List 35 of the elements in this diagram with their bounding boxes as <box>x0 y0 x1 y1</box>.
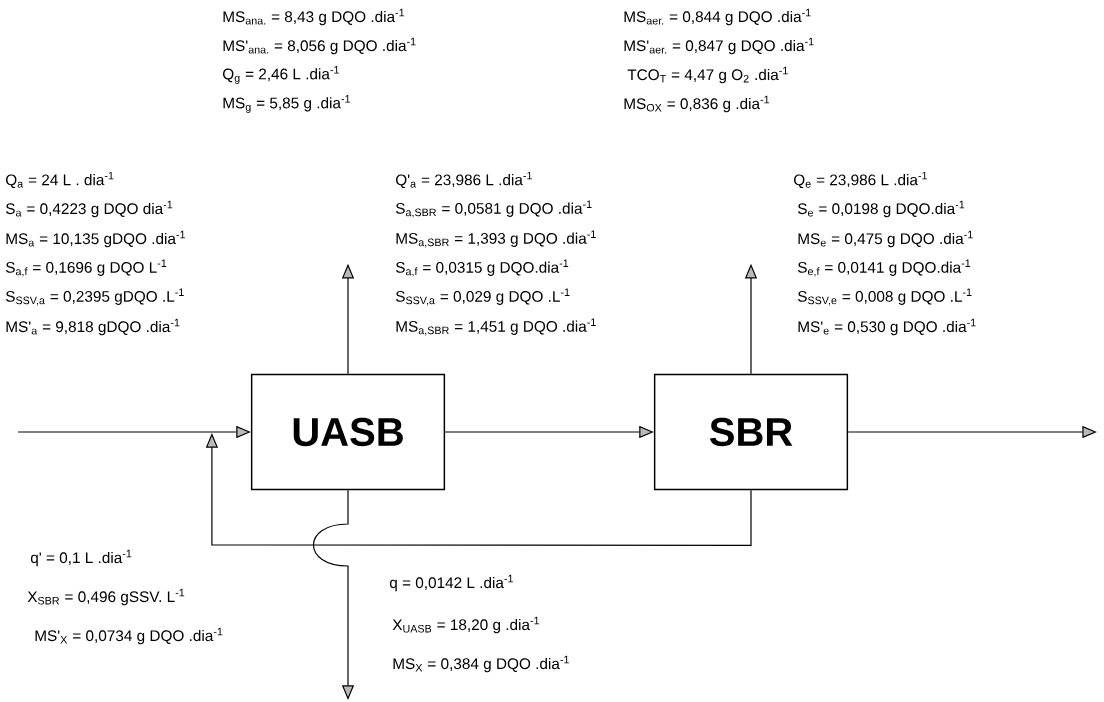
value-label: q' = 0,1 L .dia$^{-1}$ <box>30 549 132 567</box>
value-label: MS$_{X}$ = 0,384 g DQO .dia$^{-1}$ <box>393 655 569 673</box>
value-label: MS'$_{e}$ = 0,530 g DQO .dia$^{-1}$ <box>798 318 976 336</box>
reactor-box: UASB <box>250 373 446 491</box>
value-label: X$_{UASB}$ = 18,20 g .dia$^{-1}$ <box>392 616 539 634</box>
value-label: MS$_{a,SBR}$ = 1,451 g DQO .dia$^{-1}$ <box>396 318 596 336</box>
value-label: MS$_{aer.}$ = 0,844 g DQO .dia$^{-1}$ <box>624 8 811 26</box>
value-label: Q$_{a}$ = 24 L . dia$^{-1}$ <box>6 171 114 189</box>
value-label: S$_{SSV,a}$ = 0,2395 gDQO .L$^{-1}$ <box>5 288 184 306</box>
value-label: MS'$_{a}$ = 9,818 gDQO .dia$^{-1}$ <box>6 318 180 336</box>
value-label: S$_{e,f}$ = 0,0141 g DQO.dia$^{-1}$ <box>797 259 971 277</box>
value-label: MS'$_{X}$ = 0,0734 g DQO .dia$^{-1}$ <box>35 627 223 645</box>
value-label: MS$_{a}$ = 10,135 gDQO .dia$^{-1}$ <box>6 230 185 248</box>
value-label: S$_{a,f}$ = 0,1696 g DQO L$^{-1}$ <box>5 259 167 277</box>
value-label: MS$_{ana.}$ = 8,43 g DQO .dia$^{-1}$ <box>223 8 405 26</box>
reactor-box: SBR <box>653 373 849 491</box>
flow-arrow <box>205 433 752 546</box>
value-label: MS$_{OX}$ = 0,836 g .dia$^{-1}$ <box>624 95 770 113</box>
value-label: MS'$_{aer.}$ = 0,847 g DQO .dia$^{-1}$ <box>624 37 814 55</box>
value-label: S$_{SSV,a}$ = 0,029 g DQO .L$^{-1}$ <box>395 288 570 306</box>
value-label: TCO$_{T}$ = 4,47 g O$_{2}$ .dia$^{-1}$ <box>627 66 788 84</box>
value-label: MS$_{a,SBR}$ = 1,393 g DQO .dia$^{-1}$ <box>396 230 596 248</box>
value-label: q = 0,0142 L .dia$^{-1}$ <box>389 574 513 592</box>
value-label: S$_{SSV,e}$ = 0,008 g DQO .L$^{-1}$ <box>797 288 972 306</box>
value-label: Q$_{g}$ = 2,46 L .dia$^{-1}$ <box>223 66 339 84</box>
value-label: MS$_{g}$ = 5,85 g .dia$^{-1}$ <box>223 95 350 113</box>
value-label: S$_{a,SBR}$ = 0,0581 g DQO .dia$^{-1}$ <box>395 200 592 218</box>
value-label: Q'$_{a}$ = 23,986 L .dia$^{-1}$ <box>396 171 532 189</box>
value-label: MS$_{e}$ = 0,475 g DQO .dia$^{-1}$ <box>798 230 973 248</box>
value-label: S$_{e}$ = 0,0198 g DQO.dia$^{-1}$ <box>797 200 965 218</box>
value-label: X$_{SBR}$ = 0,496 gSSV. L$^{-1}$ <box>27 588 185 606</box>
value-label: S$_{a}$ = 0,4223 g DQO dia$^{-1}$ <box>5 200 173 218</box>
value-label: S$_{a,f}$ = 0,0315 g DQO.dia$^{-1}$ <box>395 259 569 277</box>
value-label: Q$_{e}$ = 23,986 L .dia$^{-1}$ <box>794 171 927 189</box>
value-label: MS'$_{ana.}$ = 8,056 g DQO .dia$^{-1}$ <box>223 37 416 55</box>
